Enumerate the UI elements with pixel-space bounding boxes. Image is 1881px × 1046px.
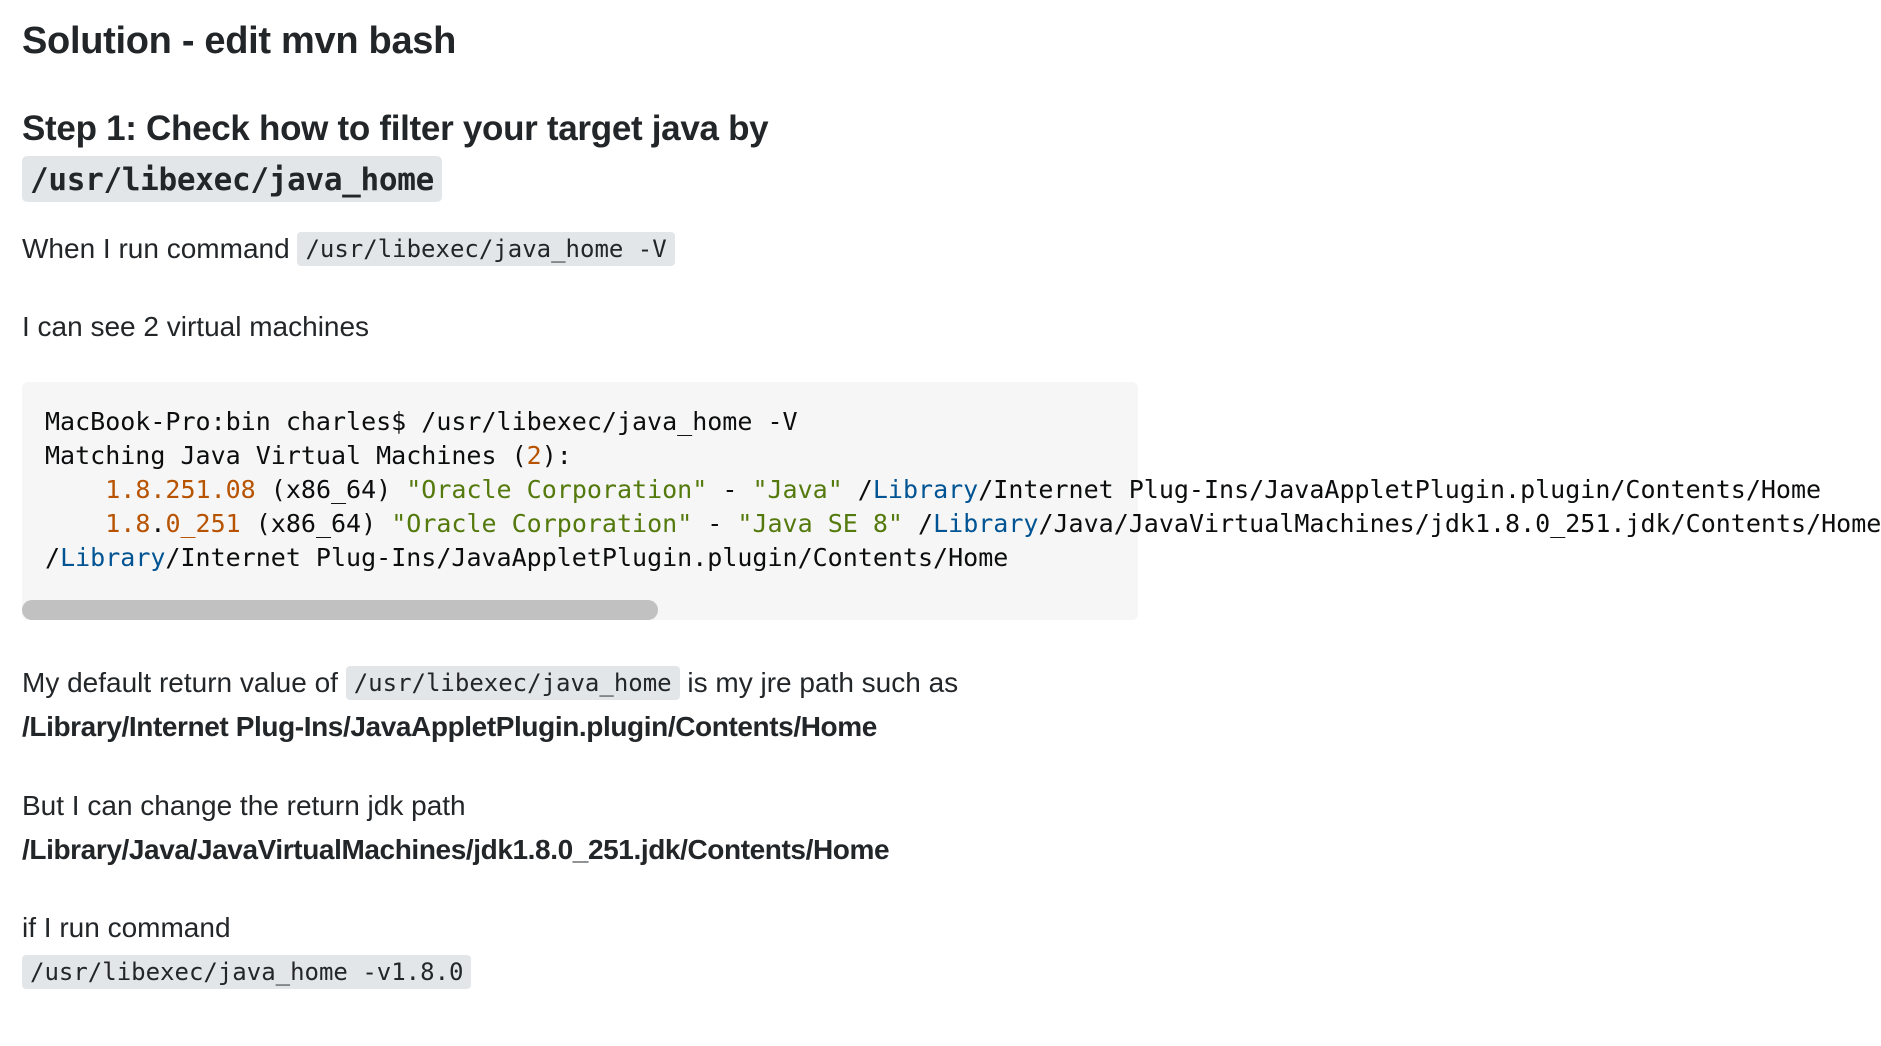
code-line-4-library: Library [933,509,1039,538]
code-line-3-name: "Java" [752,475,843,504]
step1-heading: Step 1: Check how to filter your target … [22,104,769,204]
solution-heading: Solution - edit mvn bash [22,20,457,62]
code-indent [45,509,105,538]
paragraph-run-command: When I run command /usr/libexec/java_hom… [22,227,675,271]
code-line-2-text: Matching Java Virtual Machines ( [45,441,527,470]
code-indent [45,475,105,504]
code-line-1: MacBook-Pro:bin charles$ /usr/libexec/ja… [45,407,798,436]
code-line-3-arch: (x86_64) [255,475,407,504]
code-line-4-version-minor: 0_251 [165,509,241,538]
step1-code: /usr/libexec/java_home [22,156,442,202]
p1-text: When I run command [22,233,298,264]
code-line-2-end: ): [541,441,572,470]
code-line-4-version-dot: . [150,509,166,538]
paragraph-if-run-command: if I run command /usr/libexec/java_home … [22,906,472,994]
p3-text-b: is my jre path such as [679,667,959,698]
jre-path: /Library/Internet Plug-Ins/JavaAppletPlu… [22,711,877,742]
code-line-3-vendor: "Oracle Corporation" [406,475,708,504]
code-line-3-path: /Internet Plug-Ins/JavaAppletPlugin.plug… [978,475,1822,504]
code-line-3-sep: - [707,475,753,504]
code-line-5-library: Library [60,543,166,572]
p3-text-a: My default return value of [22,667,346,698]
code-line-4-sep: - [692,509,738,538]
code-line-4-arch: (x86_64) [240,509,392,538]
code-line-4-vendor: "Oracle Corporation" [391,509,693,538]
paragraph-virtual-machines: I can see 2 virtual machines [22,311,370,342]
step1-text: Step 1: Check how to filter your target … [22,109,769,148]
paragraph-change-jdk: But I can change the return jdk path /Li… [22,784,890,872]
code-line-4-version-major: 1.8 [105,509,151,538]
code-line-3-version: 1.8.251.08 [105,475,256,504]
inline-code-java-home: /usr/libexec/java_home [345,666,680,700]
code-line-4-slash: / [902,509,934,538]
code-block-content: MacBook-Pro:bin charles$ /usr/libexec/ja… [45,405,1881,575]
code-line-5-slash: / [45,543,61,572]
inline-code-java-home-v180: /usr/libexec/java_home -v1.8.0 [22,955,472,989]
code-line-4-name: "Java SE 8" [737,509,903,538]
inline-code-java-home-V: /usr/libexec/java_home -V [297,232,675,266]
code-block[interactable]: MacBook-Pro:bin charles$ /usr/libexec/ja… [22,382,1881,620]
code-line-3-library: Library [872,475,979,504]
code-line-4-path: /Java/JavaVirtualMachines/jdk1.8.0_251.j… [1038,509,1881,538]
jdk-path: /Library/Java/JavaVirtualMachines/jdk1.8… [22,834,890,865]
p5-text: if I run command [22,912,231,943]
code-line-2-count: 2 [526,441,542,470]
code-block-horizontal-scrollbar[interactable] [22,600,658,620]
code-line-3-slash: / [842,475,873,504]
paragraph-default-return: My default return value of /usr/libexec/… [22,661,958,749]
code-line-5-path: /Internet Plug-Ins/JavaAppletPlugin.plug… [165,543,1009,572]
p4-text: But I can change the return jdk path [22,790,466,821]
